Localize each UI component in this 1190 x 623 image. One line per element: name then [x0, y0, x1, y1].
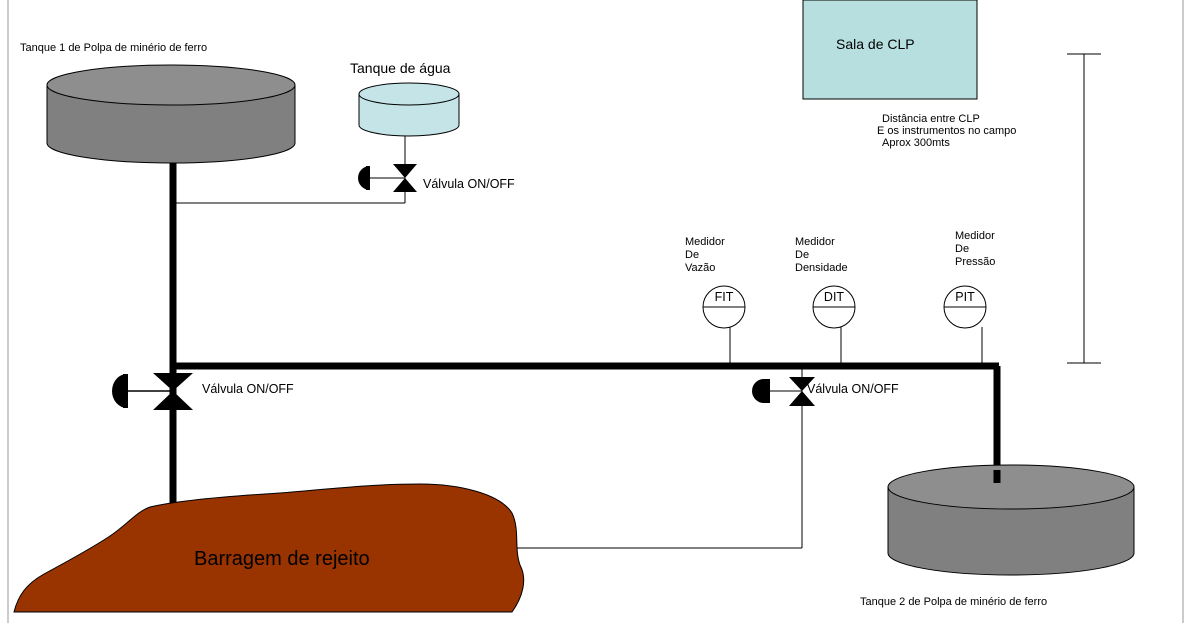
valve-top-label: Válvula ON/OFF — [423, 177, 515, 191]
tank-2-label: Tanque 2 de Polpa de minério de ferro — [860, 596, 1047, 608]
instrument-label-line: Pressão — [955, 256, 995, 268]
instrument-label-line: Densidade — [795, 262, 848, 274]
distance-line-1: Distância entre CLP — [882, 113, 980, 125]
instrument-tag: PIT — [955, 290, 975, 304]
instrument-label-line: Medidor — [955, 230, 995, 242]
instrument-tag: FIT — [715, 290, 734, 304]
valve-main-label: Válvula ON/OFF — [202, 382, 294, 396]
instrument-fit[interactable]: FIT — [702, 285, 746, 329]
water-tank-label: Tanque de água — [350, 60, 451, 76]
clp-room-label: Sala de CLP — [836, 36, 915, 52]
tailings-dam — [13, 483, 525, 613]
valve-top[interactable] — [358, 164, 417, 192]
valve-main[interactable] — [112, 373, 193, 410]
instrument-pit[interactable]: PIT — [943, 285, 987, 329]
water-tank — [358, 82, 460, 137]
tank-2 — [887, 464, 1135, 576]
piping — [169, 136, 1001, 549]
tank-1-label: Tanque 1 de Polpa de minério de ferro — [20, 42, 207, 54]
valve-branch-label: Válvula ON/OFF — [807, 382, 899, 396]
instrument-dit[interactable]: DIT — [812, 285, 856, 329]
instrument-label-line: De — [955, 243, 969, 255]
instrument-label-line: Vazão — [685, 262, 715, 274]
instrument-label-line: Medidor — [795, 236, 835, 248]
clp-room — [802, 0, 978, 100]
instrument-label-line: De — [685, 249, 699, 261]
distance-dimension — [1067, 53, 1101, 364]
dam-label: Barragem de rejeito — [194, 548, 370, 570]
distance-line-2: E os instrumentos no campo — [877, 125, 1016, 137]
instrument-tag: DIT — [824, 290, 845, 304]
instrument-label-line: De — [795, 249, 809, 261]
valve-branch[interactable] — [752, 377, 815, 406]
distance-line-3: Aprox 300mts — [882, 137, 950, 149]
actuator-icon — [752, 379, 764, 403]
tank-1 — [46, 64, 296, 164]
instrument-label-line: Medidor — [685, 236, 725, 248]
